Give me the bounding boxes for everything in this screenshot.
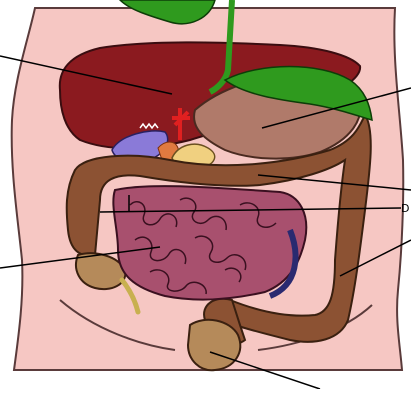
rectum (188, 320, 240, 370)
cropped-label: D (401, 203, 409, 214)
